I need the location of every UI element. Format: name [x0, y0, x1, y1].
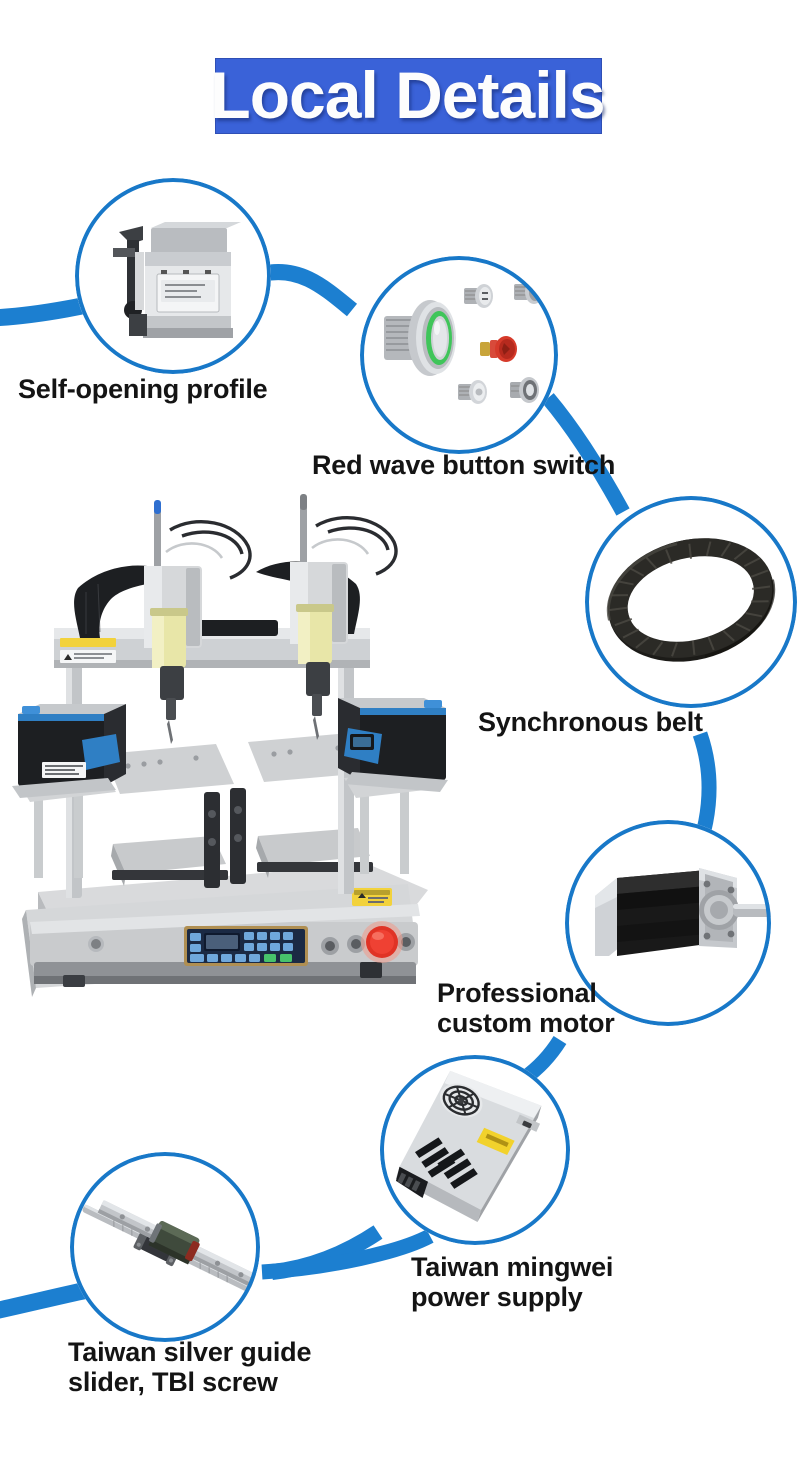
callout-image-self-opening-profile: [75, 178, 271, 374]
page-title: Local Details: [210, 58, 605, 132]
callout-image-taiwan-silver-guide-slider: [70, 1152, 260, 1342]
machine-control-panel: [184, 926, 308, 966]
callout-label-professional-custom-motor: Professional custom motor: [437, 978, 615, 1039]
callout-label-taiwan-mingwei-power-supply: Taiwan mingwei power supply: [411, 1252, 614, 1313]
title-banner: [215, 58, 602, 134]
callout-image-taiwan-mingwei-power-supply: [380, 1055, 570, 1245]
callout-label-self-opening-profile: Self-opening profile: [18, 374, 268, 404]
callout-label-red-wave-button-switch: Red wave button switch: [312, 450, 616, 480]
callout-label-taiwan-silver-guide-slider: Taiwan silver guide slider, TBl screw: [68, 1337, 312, 1398]
callout-image-red-wave-button-switch: [360, 256, 558, 454]
callout-label-synchronous-belt: Synchronous belt: [478, 707, 703, 737]
callout-image-professional-custom-motor: [565, 820, 771, 1026]
callout-image-synchronous-belt: [585, 496, 797, 708]
